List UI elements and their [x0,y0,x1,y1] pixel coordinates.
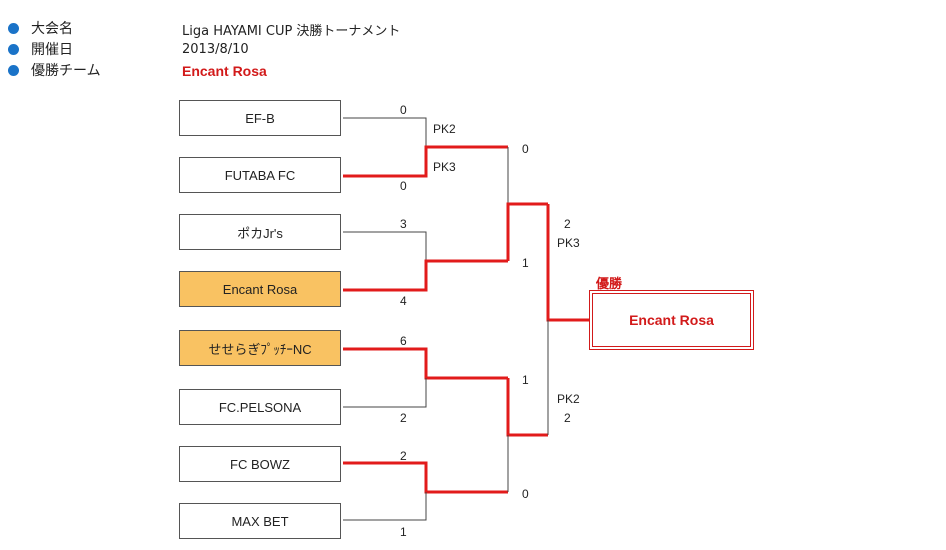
bullet-icon [8,64,19,76]
score-m4-bottom: 1 [400,525,407,539]
team-name: FC.PELSONA [218,399,302,415]
team-box-highlighted: Encant Rosa [179,271,341,307]
score-m3-top: 6 [400,334,407,348]
score-m1-bottom: 0 [400,179,407,193]
team-box-highlighted: せせらぎﾌﾟｯﾁｰNC [179,330,341,366]
team-name: EF-B [245,110,275,126]
pk-m1-top: PK2 [433,122,456,136]
final-lines [546,204,589,435]
score-m1-top: 0 [400,103,407,117]
event-date: 2013/8/10 [182,42,249,57]
team-box: FC BOWZ [179,446,341,482]
score-m4-top: 2 [400,449,407,463]
team-name: MAX BET [231,513,289,529]
team-box: FC.PELSONA [179,389,341,425]
semi-2-lines [506,378,548,492]
team-name: FUTABA FC [224,167,296,183]
tournament-name: Liga HAYAMI CUP 決勝トーナメント [182,24,401,39]
champion-box: Encant Rosa [589,290,754,350]
match-3-lines [343,347,508,408]
semi-1-lines [506,147,548,261]
info-label: 開催日 [31,42,73,58]
score-m2-bottom: 4 [400,294,407,308]
match-4-lines [343,461,508,521]
match-2-lines [343,231,508,292]
info-label: 大会名 [31,21,73,37]
score-m3-bottom: 2 [400,411,407,425]
info-row-winner: 優勝チーム [8,60,101,80]
score-s2-top: 1 [522,373,529,387]
bullet-icon [8,22,19,34]
champion-label: 優勝 [596,277,623,292]
team-name: FC BOWZ [230,456,290,472]
team-name: ポカJr's [237,225,283,241]
score-final-bottom: 2 [564,411,571,425]
score-final-top: 2 [564,217,571,231]
info-row-tournament: 大会名 [8,18,73,38]
pk-m1-bottom: PK3 [433,160,456,174]
info-row-date: 開催日 [8,39,73,59]
score-s1-top: 0 [522,142,529,156]
team-box: MAX BET [179,503,341,539]
score-s1-bottom: 1 [522,256,529,270]
score-s2-bottom: 0 [522,487,529,501]
team-box: FUTABA FC [179,157,341,193]
info-label: 優勝チーム [31,63,101,79]
team-box: EF-B [179,100,341,136]
pk-final-bottom: PK2 [557,392,580,406]
team-name: せせらぎﾌﾟｯﾁｰNC [208,341,312,357]
team-box: ポカJr's [179,214,341,250]
score-m2-top: 3 [400,217,407,231]
match-1-lines [343,117,508,178]
winning-team: Encant Rosa [182,63,267,79]
champion-name: Encant Rosa [592,293,751,347]
team-name: Encant Rosa [222,281,298,297]
pk-final-top: PK3 [557,236,580,250]
bullet-icon [8,43,19,55]
